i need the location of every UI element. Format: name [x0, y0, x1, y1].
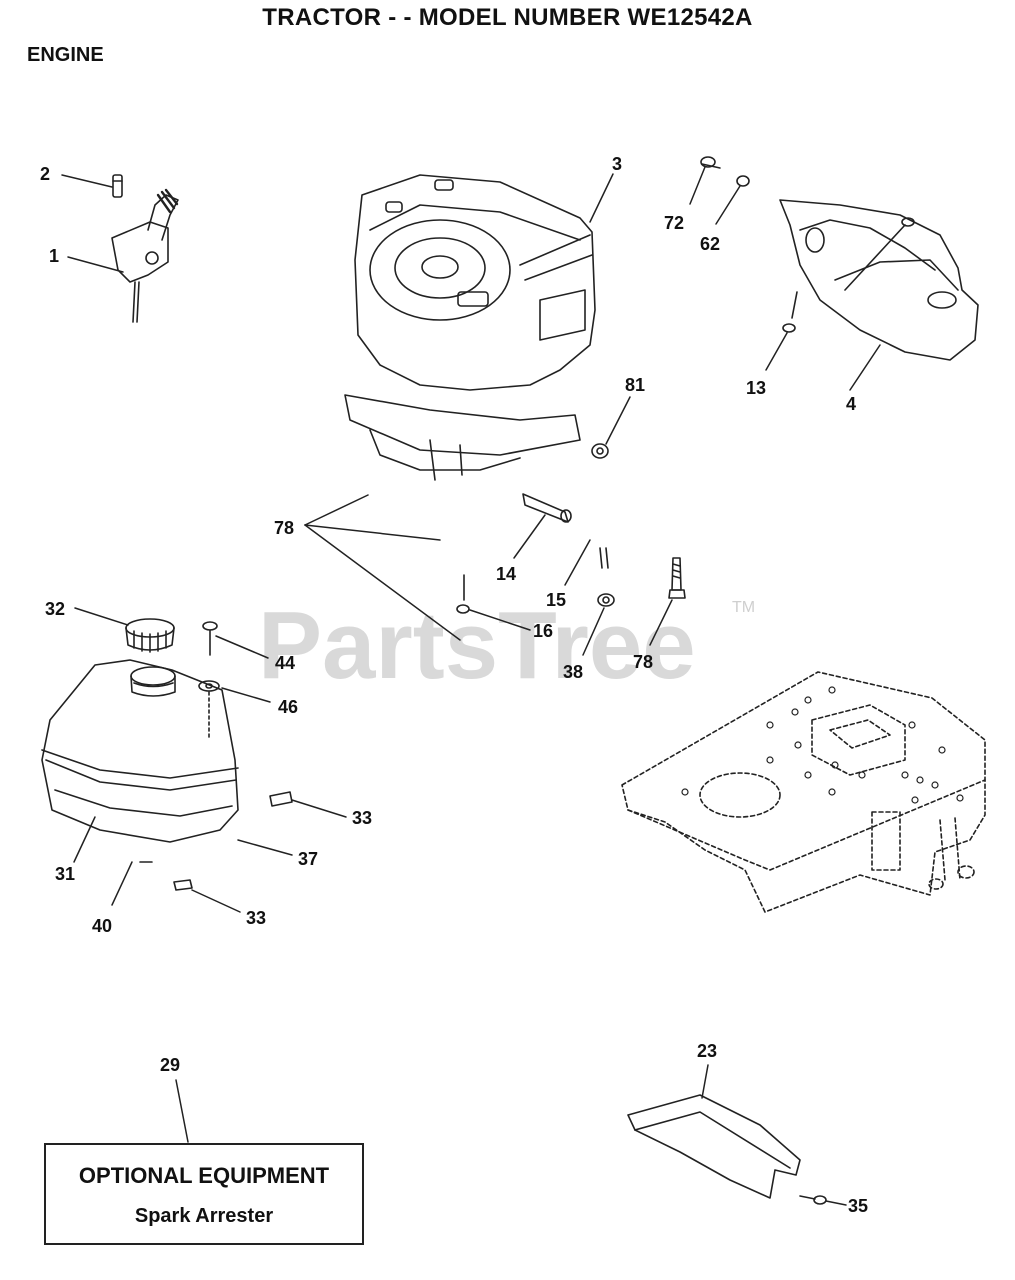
- engine-mounting-plate: [621, 671, 986, 913]
- callout-32: 32: [45, 599, 65, 619]
- mounting-holes: [681, 686, 964, 804]
- part-15-spacer: [599, 547, 609, 569]
- part-35-screw: [799, 1195, 827, 1205]
- callout-4: 4: [846, 394, 856, 414]
- part-14-pin: [522, 493, 572, 523]
- callout-15: 15: [546, 590, 566, 610]
- part-72-bolt: [700, 156, 721, 169]
- part-33-fitting-lower: [173, 879, 193, 891]
- callout-2: 2: [40, 164, 50, 184]
- optional-equipment-title: OPTIONAL EQUIPMENT: [78, 1163, 330, 1188]
- callout-29: 29: [160, 1055, 180, 1075]
- part-32-fuel-cap: [125, 618, 175, 653]
- callout-31: 31: [55, 864, 75, 884]
- watermark-brand: PartsTree: [258, 592, 696, 699]
- callout-14: 14: [496, 564, 516, 584]
- callout-62: 62: [700, 234, 720, 254]
- part-78-bolt: [668, 557, 686, 599]
- part-81-fitting: [591, 443, 609, 459]
- callout-46: 46: [278, 697, 298, 717]
- part-16-washer: [456, 574, 470, 614]
- callout-numbers: 2 1 3 72 62 13 4 81 78 14 15 16 38 78 32…: [40, 154, 868, 1216]
- callout-44: 44: [275, 653, 295, 673]
- callout-38: 38: [563, 662, 583, 682]
- callout-33-lower: 33: [246, 908, 266, 928]
- leader-lines: [61, 166, 881, 1206]
- part-38-nut: [597, 593, 615, 607]
- callout-13: 13: [746, 378, 766, 398]
- callout-72: 72: [664, 213, 684, 233]
- optional-equipment-box: OPTIONAL EQUIPMENT Spark Arrester: [44, 1143, 364, 1245]
- part-44-screw: [202, 621, 218, 656]
- callout-33-upper: 33: [352, 808, 372, 828]
- callout-3: 3: [612, 154, 622, 174]
- part-23-heat-shield: [627, 1094, 801, 1199]
- part-1-throttle-control: [111, 188, 179, 323]
- callout-16: 16: [533, 621, 553, 641]
- part-13-bolt: [782, 291, 798, 333]
- page-title: TRACTOR - - MODEL NUMBER WE12542A: [262, 4, 753, 31]
- optional-equipment-item: Spark Arrester: [134, 1205, 274, 1227]
- part-4-muffler: [779, 199, 979, 361]
- callout-23: 23: [697, 1041, 717, 1061]
- callout-35: 35: [848, 1196, 868, 1216]
- section-label: ENGINE: [27, 44, 104, 66]
- callout-37: 37: [298, 849, 318, 869]
- part-2-screw: [112, 174, 123, 198]
- callout-40: 40: [92, 916, 112, 936]
- callout-1: 1: [49, 246, 59, 266]
- callout-81: 81: [625, 375, 645, 395]
- callout-78-left: 78: [274, 518, 294, 538]
- part-31-fuel-tank: [41, 659, 239, 843]
- part-3-engine: [344, 174, 596, 481]
- watermark-tm: TM: [732, 599, 755, 616]
- part-62-washer: [736, 175, 750, 187]
- part-33-fitting-upper: [269, 791, 293, 807]
- callout-78-right: 78: [633, 652, 653, 672]
